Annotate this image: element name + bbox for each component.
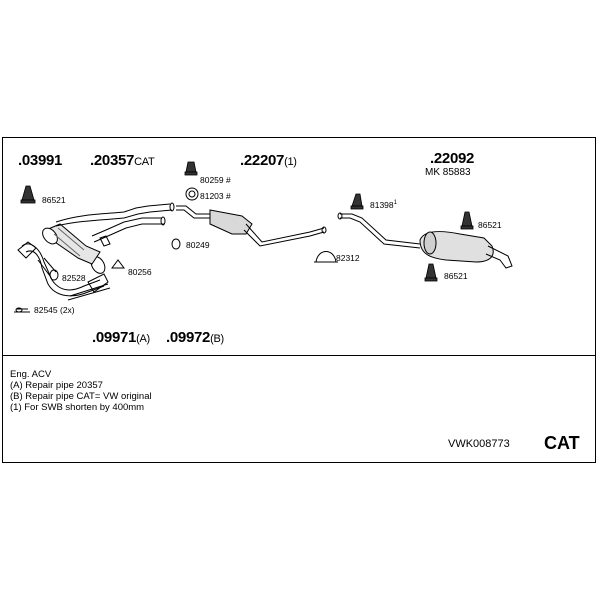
group-20357-label: .20357CAT [90,152,155,169]
note-engine: Eng. ACV [10,369,52,380]
hanger-86521-bottom-icon [424,263,438,282]
reference-number: VWK008773 [448,438,510,450]
gasket-80256-icon [111,259,125,269]
group-suffix: (1) [284,156,297,168]
exhaust-manifold-drawing [17,241,111,301]
part-80256-label: 80256 [128,267,152,277]
group-09971-label: .09971(A) [92,330,150,345]
group-09972-label: .09972(B) [166,330,224,345]
part-81398-label: 813981 [370,200,397,209]
group-code: .09972 [166,329,211,346]
part-81398-number: 81398 [370,199,394,210]
mk-label: MK 85883 [425,167,471,178]
part-80259-label: 80259 # [200,175,231,185]
hanger-86521-top-icon [460,211,474,230]
part-81203-label: 81203 # [200,191,231,201]
note-a: (A) Repair pipe 20357 [10,380,103,391]
part-86521-top-label: 86521 [478,220,502,230]
group-code: .22092 [430,150,475,167]
catalytic-converter-drawing [42,202,175,265]
hanger-81398-icon [350,193,364,210]
notes-block: Eng. ACV (A) Repair pipe 20357 (B) Repai… [10,369,152,413]
note-b: (B) Repair pipe CAT= VW original [10,391,152,402]
hanger-80259-icon [184,161,198,176]
gasket-81203-icon [185,187,199,201]
notes-divider [2,355,596,356]
note-1: (1) For SWB shorten by 400mm [10,402,145,413]
part-82528-label: 82528 [62,273,86,283]
rear-silencer-drawing [337,212,513,269]
part-82312-label: 82312 [336,253,360,263]
group-code: .09971 [92,329,137,346]
group-code: .20357 [90,152,135,169]
part-86521-bottom-label: 86521 [444,271,468,281]
gasket-82528-icon [49,269,59,281]
group-22207-label: .22207(1) [240,153,297,168]
diagram-frame [2,137,596,463]
group-code: .22207 [240,152,285,169]
middle-silencer-drawing [176,205,327,247]
group-suffix: (A) [136,333,150,345]
part-86521-left-label: 86521 [42,195,66,205]
part-80249-label: 80249 [186,240,210,250]
part-82545-label: 82545 (2x) [34,305,75,315]
clamp-82312-icon [314,251,338,263]
bolt-82545-icon [14,307,30,313]
part-81398-sup: 1 [393,200,397,206]
hanger-86521-left-icon [20,185,36,204]
gasket-80249-icon [171,238,181,250]
group-suffix: CAT [134,156,155,168]
group-03991-label: .03991 [18,153,62,168]
group-code: .03991 [18,152,63,169]
cat-badge: CAT [544,433,580,453]
group-suffix: (B) [210,333,224,345]
front-pipe-drawing [91,216,166,247]
group-22092-label: .22092 [430,151,474,166]
